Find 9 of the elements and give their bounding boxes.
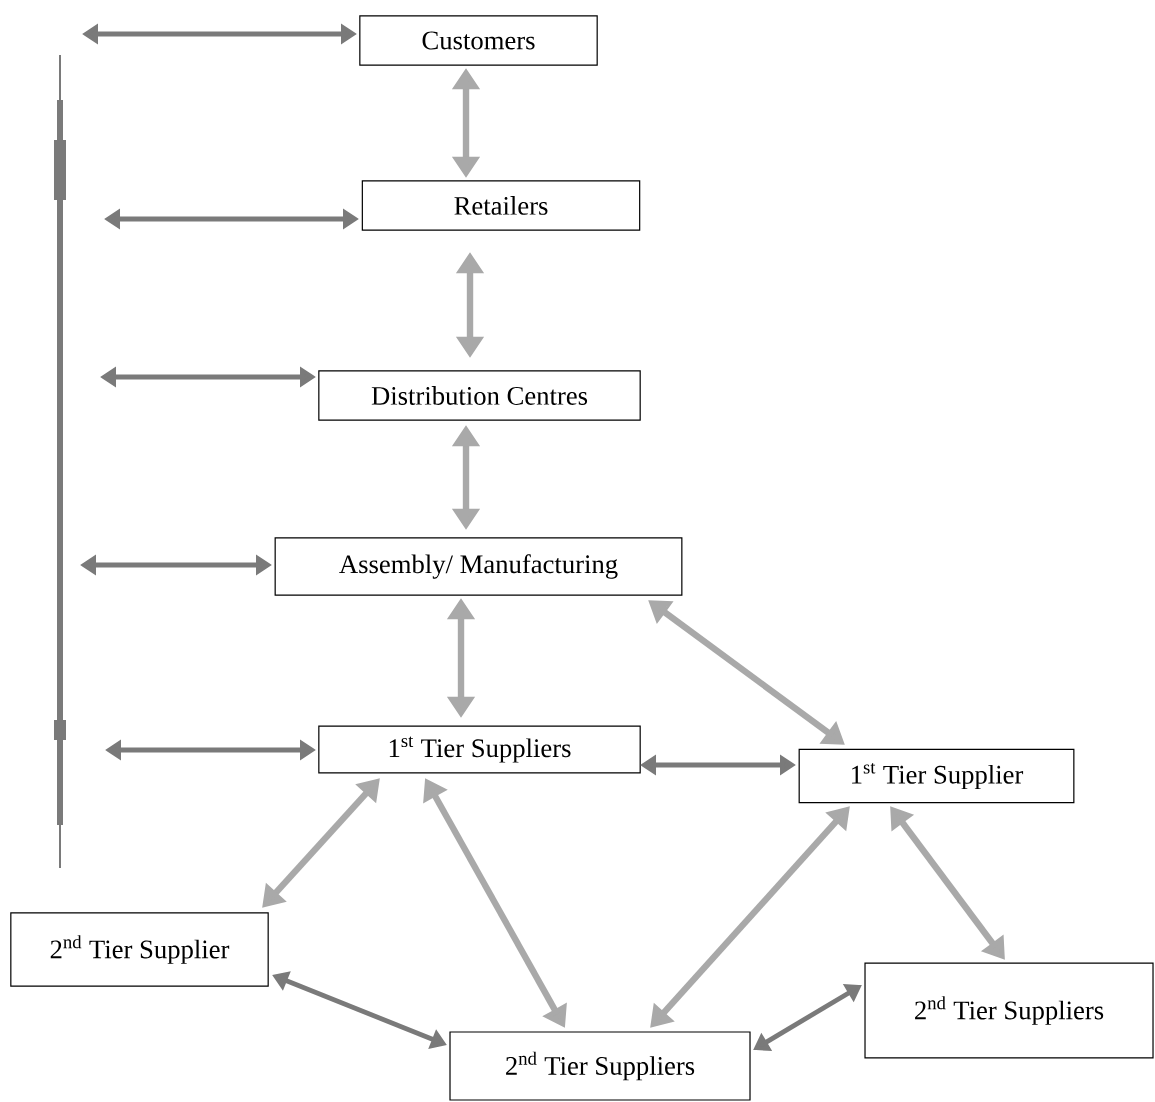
box: 2$^{nd}$ Tier Suppliers <box>449 1031 751 1101</box>
box: 1$^{st}$ Tier Supplier <box>798 748 1075 804</box>
box: Assembly/ Manufacturing <box>274 537 683 596</box>
box: 2$^{nd}$ Tier Suppliers <box>864 962 1154 1059</box>
box: 2$^{nd}$ Tier Supplier <box>10 912 269 987</box>
box: Customers <box>359 15 598 66</box>
box: Retailers <box>361 180 641 231</box>
box: 1$^{st}$ Tier Suppliers <box>318 725 641 774</box>
box: Distribution Centres <box>318 370 641 421</box>
